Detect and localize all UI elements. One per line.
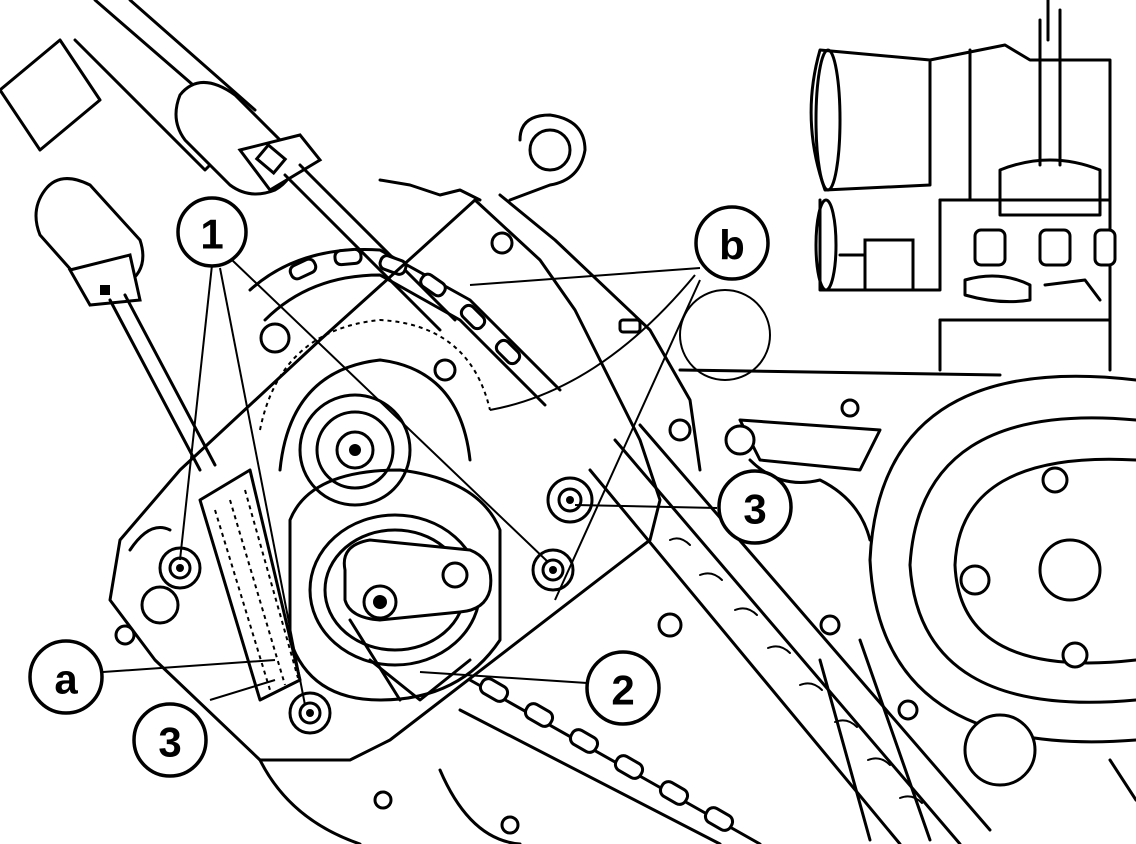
callout-a-label: a	[54, 656, 78, 703]
callout-2-label: 2	[611, 667, 634, 714]
thermostat-housing	[809, 0, 1117, 372]
camshaft-sprocket	[259, 318, 491, 507]
hole-upper-right	[668, 418, 692, 442]
hole-mid-right	[724, 424, 756, 456]
callout-1-label: 1	[200, 211, 223, 258]
callout-3-left: 3	[132, 702, 208, 778]
callout-2: 2	[585, 650, 661, 726]
tensioner-pulley	[288, 468, 502, 702]
water-pump-pulley	[868, 374, 1136, 787]
callout-1: 1	[176, 196, 248, 268]
timing-chain-upper	[248, 247, 562, 407]
bolt-upper	[546, 476, 594, 524]
callout-3-right-label: 3	[743, 486, 766, 533]
tensioner-housing	[108, 113, 702, 762]
bolt-right	[531, 548, 575, 592]
callout-b: b	[694, 205, 770, 281]
callout-3-left-label: 3	[158, 719, 181, 766]
callout-b-label: b	[719, 222, 745, 269]
bolt-bottom	[288, 691, 332, 735]
leader-lines	[102, 259, 771, 706]
screwdriver-lower	[0, 38, 217, 472]
callout-a: a	[28, 639, 104, 715]
callout-3-right: 3	[717, 469, 793, 545]
bolt-left	[158, 546, 202, 590]
timing-chain-lower	[458, 677, 762, 844]
screwdriver-upper	[73, 0, 457, 332]
